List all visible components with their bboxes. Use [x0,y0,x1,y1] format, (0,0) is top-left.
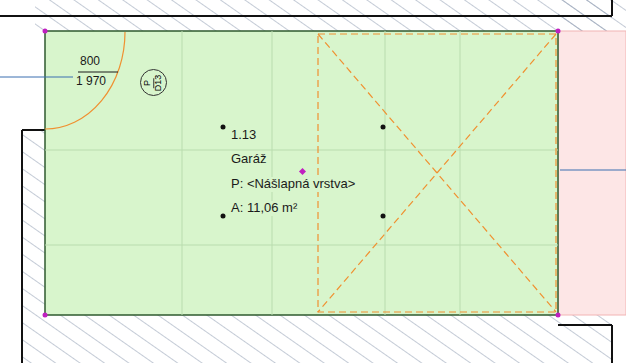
wall-hatch [45,315,612,363]
wall-line [611,325,613,363]
door-swing [45,32,125,129]
door-height: 1 970 [76,75,106,89]
room-zone: 1.13Garáž P: <Nášlapná vrstva> A: 11,06 m²… [45,31,558,315]
wall-line [558,324,612,326]
adjacent-zone [558,31,626,315]
wall-line [22,129,45,131]
room-area: A: 11,06 m² [230,201,298,216]
door-id: D13 [154,74,163,91]
marker-text-group: PD13 [143,74,163,91]
wall-line [611,0,613,16]
floor-finish: P: <Nášlapná vrstva> [230,177,356,192]
door-marker: PD13 [140,69,167,96]
door-type: P [143,77,154,87]
dimension-line [78,72,118,73]
wall-hatch [22,130,45,363]
hotspots [221,125,386,219]
overhead-door-outline [318,34,556,312]
room-number: 1.13 [230,128,257,143]
wall-line [21,130,23,363]
zone-anchor [299,168,306,175]
room-name: Garáž [230,152,267,167]
room-fill [45,31,558,315]
leader-line [0,77,73,78]
grid-lines [45,31,558,315]
leader-line [560,170,626,171]
door-width: 800 [80,55,100,69]
wall-line [0,15,612,17]
corner-points [43,29,561,318]
